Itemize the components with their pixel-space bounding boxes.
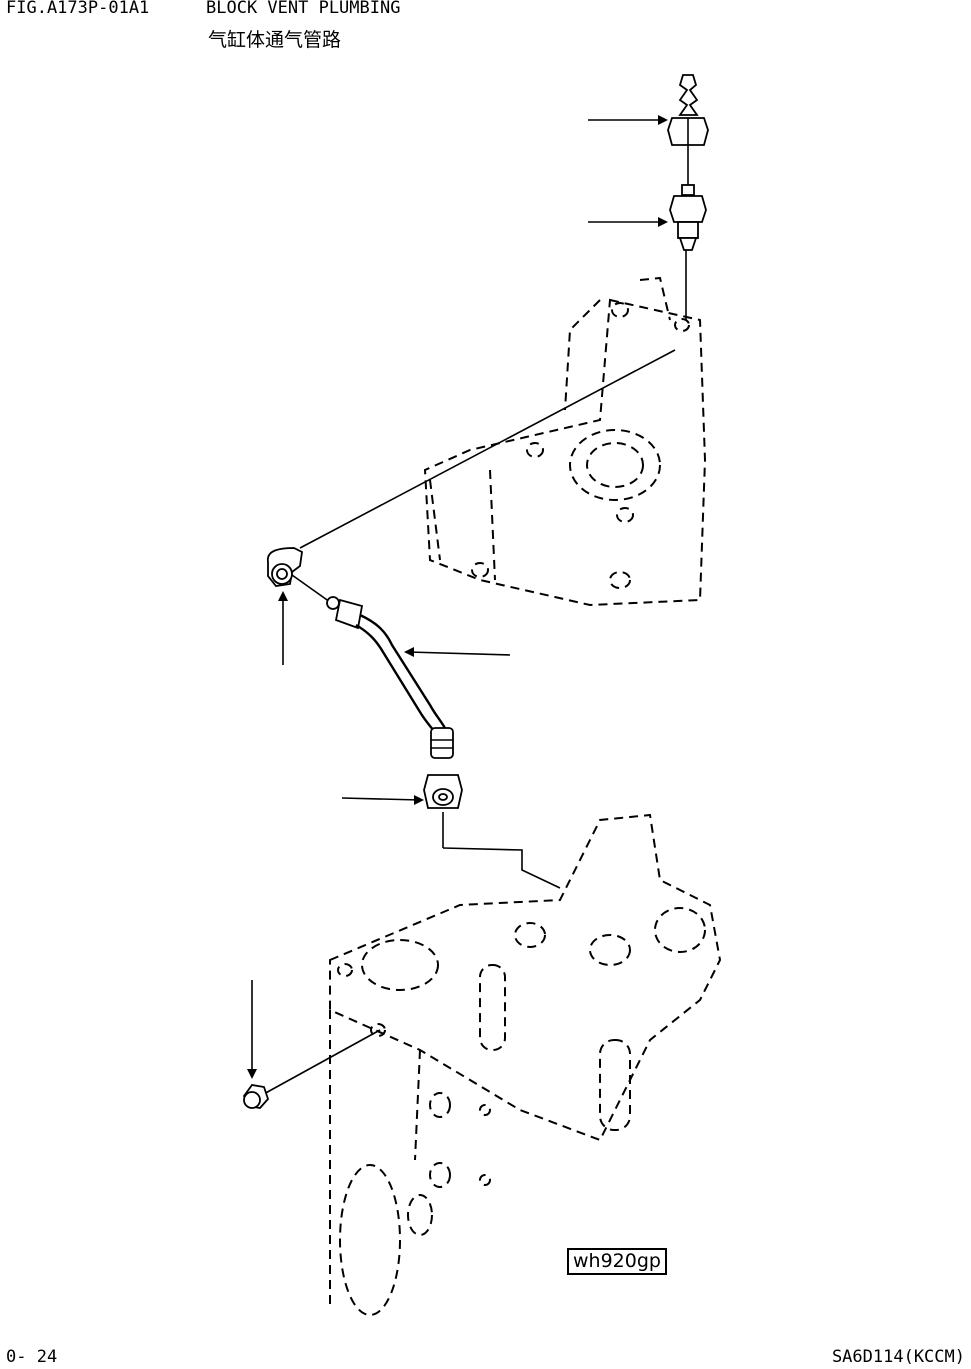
upper-block-outline (423, 276, 707, 607)
figure-title: BLOCK VENT PLUMBING (206, 0, 401, 18)
plug (242, 1084, 270, 1109)
elbow-fitting (267, 547, 331, 603)
model-code: SA6D114(KCCM) (831, 1347, 965, 1367)
callout-arrows (247, 115, 668, 1079)
connector-fitting (669, 184, 707, 251)
figure-title-cn: 气缸体通气管路 (208, 29, 342, 51)
adapter-fitting (423, 774, 463, 809)
assembly-lines (261, 145, 689, 1096)
vent-tube (326, 596, 454, 759)
hose-barb-fitting (667, 74, 709, 146)
lower-block-outline (329, 813, 722, 1316)
page-number: 0- 24 (6, 1347, 58, 1367)
drawing-id-label: wh920gp (567, 1248, 667, 1275)
figure-code: FIG.A173P-01A1 (6, 0, 150, 18)
